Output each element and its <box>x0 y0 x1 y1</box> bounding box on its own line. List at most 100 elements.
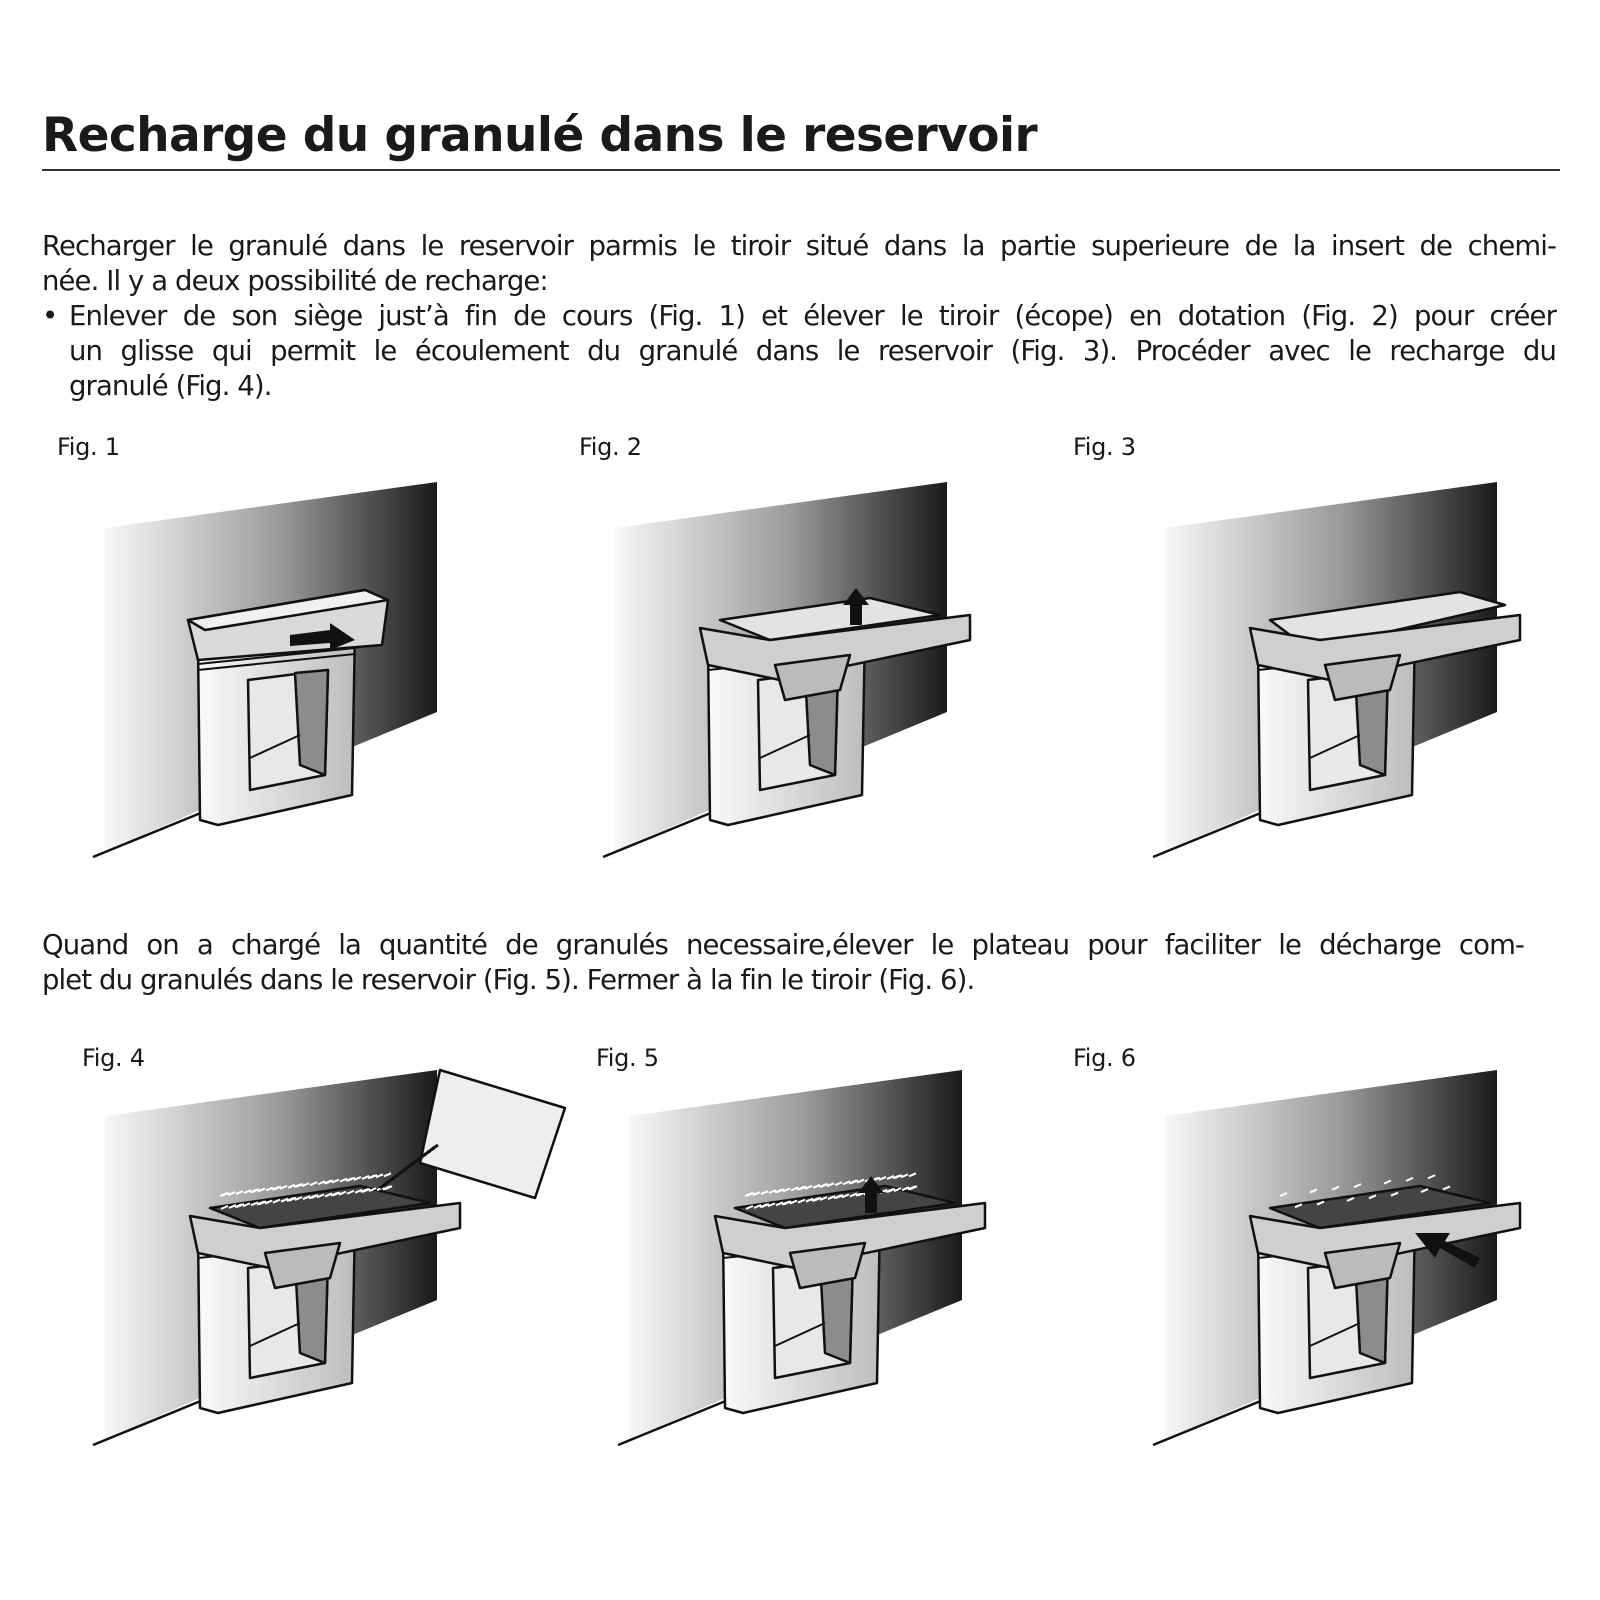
pellet <box>227 1191 236 1196</box>
drawer-handle <box>1323 653 1402 702</box>
figure-3-illustration <box>1150 482 1522 859</box>
pellet <box>346 1189 355 1195</box>
window-edge <box>759 734 811 759</box>
pellet <box>324 1192 333 1198</box>
pellet <box>812 1183 821 1189</box>
pellet <box>383 1172 392 1178</box>
pellet <box>813 1196 822 1202</box>
pellet <box>1331 1185 1340 1191</box>
pellet <box>887 1187 896 1193</box>
pellet <box>805 1197 814 1203</box>
pellet <box>280 1197 289 1203</box>
pellet <box>872 1176 881 1182</box>
window-edge <box>1309 734 1361 759</box>
pellet <box>294 1196 303 1201</box>
pellet <box>1279 1192 1288 1197</box>
title-underline <box>42 169 1560 171</box>
pellet <box>746 1191 755 1197</box>
window-edge <box>249 734 301 759</box>
pellet <box>301 1182 310 1188</box>
pellet <box>842 1180 851 1186</box>
text-line: plet du granulés dans le reservoir (Fig.… <box>42 964 975 996</box>
text-line: un glisse qui permit le écoulement du gr… <box>69 335 1557 367</box>
pellet <box>273 1185 282 1191</box>
drawer-tray <box>1268 1184 1492 1230</box>
figure-6-illustration <box>1150 1070 1522 1447</box>
figure-1-label: Fig. 1 <box>57 433 120 461</box>
pellet <box>251 1188 260 1194</box>
pellet <box>849 1192 858 1198</box>
pellet <box>1309 1188 1318 1194</box>
falling-pellet <box>431 1143 439 1151</box>
drawer-front <box>698 613 972 682</box>
intro-paragraph: Recharger le granulé dans le reservoir p… <box>42 229 1557 404</box>
pellet <box>295 1182 304 1188</box>
arrow-up-icon <box>858 1176 884 1213</box>
pellet <box>768 1189 777 1195</box>
pellet <box>362 1187 371 1193</box>
drawer-front <box>188 1201 462 1270</box>
pellet <box>1383 1179 1392 1185</box>
pellet <box>893 1187 902 1193</box>
pellet <box>841 1193 850 1199</box>
pellet <box>798 1185 807 1191</box>
pellet <box>894 1174 903 1179</box>
pellet <box>257 1187 266 1193</box>
pellet <box>1405 1176 1414 1182</box>
arrow-right-icon <box>290 623 355 650</box>
pellet <box>1427 1174 1436 1180</box>
pellet <box>850 1179 859 1185</box>
bullet-item: • Enlever de son siège just’à fin de cou… <box>42 299 1557 404</box>
pellet <box>886 1175 895 1180</box>
figure-2-label: Fig. 2 <box>579 433 642 461</box>
drawer-tray <box>733 1184 957 1230</box>
figure-2-illustration <box>600 482 972 859</box>
pellet <box>1442 1185 1451 1191</box>
window-edge <box>249 1322 301 1347</box>
pellet <box>332 1191 341 1197</box>
drawer-front <box>1248 1201 1522 1270</box>
pellet <box>265 1186 274 1192</box>
text-line: née. Il y a deux possibilité de recharge… <box>42 265 549 297</box>
pellet <box>369 1174 378 1179</box>
second-paragraph: Quand on a chargé la quantité de granulé… <box>42 928 1556 998</box>
floor-line <box>617 1396 734 1447</box>
window-edge <box>774 1322 826 1347</box>
text-line: Recharger le granulé dans le reservoir p… <box>42 230 1557 262</box>
pellet <box>767 1202 776 1208</box>
pellet <box>1353 1183 1362 1189</box>
bullet-icon: • <box>42 300 58 332</box>
pellet <box>819 1196 828 1201</box>
figure-4-label: Fig. 4 <box>82 1044 145 1072</box>
pellet <box>835 1194 844 1199</box>
pellet <box>776 1188 785 1194</box>
pellet <box>288 1196 297 1202</box>
pellet <box>235 1190 244 1195</box>
text-line: Enlever de son siège just’à fin de cours… <box>69 300 1557 332</box>
pellet <box>368 1187 377 1193</box>
floor-line <box>1152 808 1269 859</box>
pellet <box>220 1204 229 1210</box>
pellet <box>901 1186 910 1192</box>
pellet <box>236 1203 245 1208</box>
pellet <box>826 1182 835 1188</box>
pellet <box>1390 1191 1399 1197</box>
drawer-top <box>186 588 390 632</box>
floor-line <box>602 808 719 859</box>
pellet <box>820 1182 829 1188</box>
pellet <box>797 1198 806 1204</box>
pellet <box>761 1203 770 1208</box>
pellet <box>354 1188 363 1194</box>
drawer-handle <box>788 1241 867 1290</box>
pellet <box>753 1204 762 1209</box>
pellet <box>279 1184 288 1190</box>
pellet <box>783 1200 792 1206</box>
pellet <box>789 1199 798 1205</box>
pellet <box>760 1190 769 1195</box>
window-edge <box>1309 1322 1361 1347</box>
pellet <box>909 1185 918 1191</box>
pellet <box>347 1176 356 1182</box>
pellet <box>264 1199 273 1205</box>
pellet <box>375 1173 384 1179</box>
pellet <box>834 1181 843 1187</box>
